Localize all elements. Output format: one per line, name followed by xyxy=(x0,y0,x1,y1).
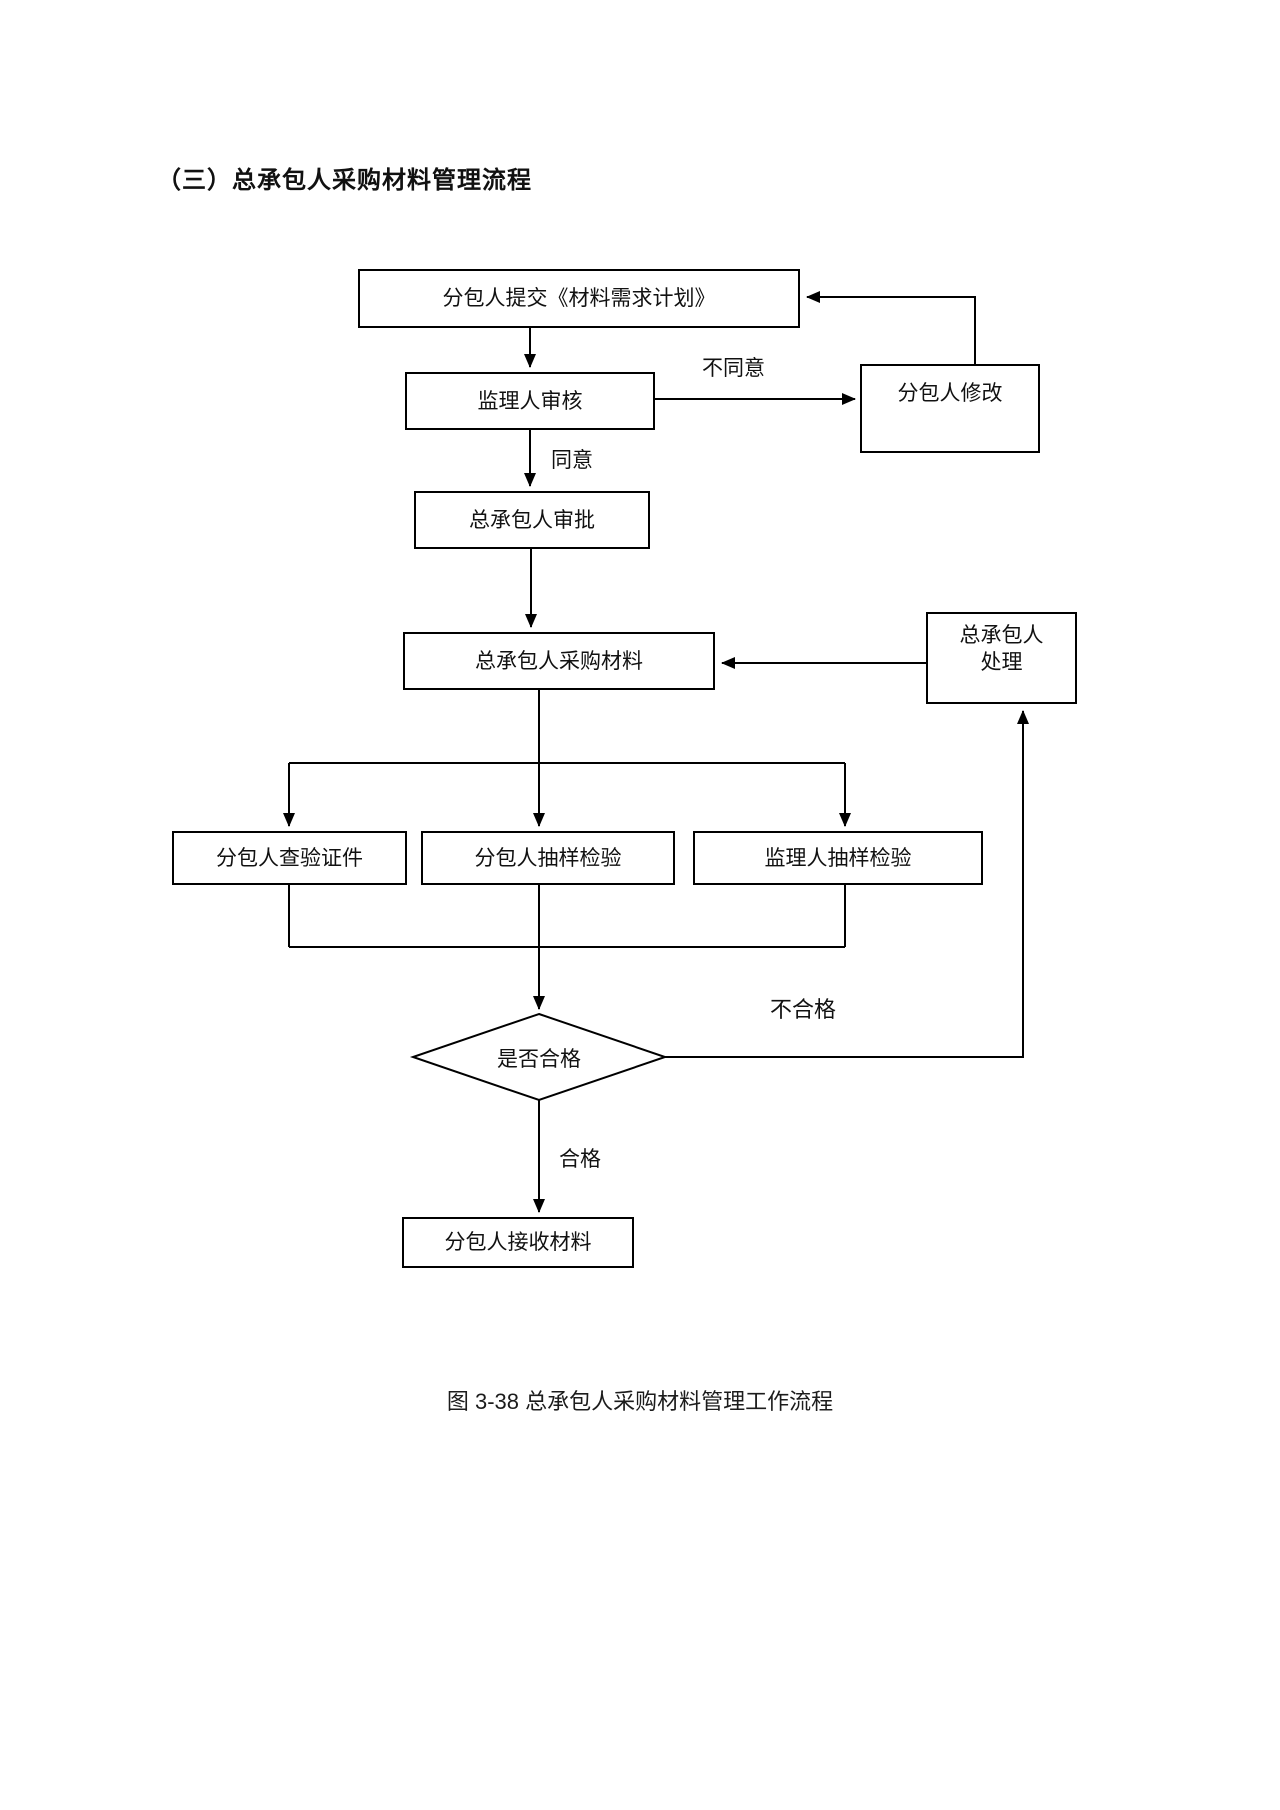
edge-label-disagree: 不同意 xyxy=(702,357,765,380)
page-title: （三）总承包人采购材料管理流程 xyxy=(157,167,532,194)
edge-label-agree: 同意 xyxy=(551,449,593,472)
figure-caption: 图 3-38 总承包人采购材料管理工作流程 xyxy=(446,1389,834,1414)
node-subcontractor-sampling: 分包人抽样检验 xyxy=(421,831,675,885)
node-contractor-handle: 总承包人处理 xyxy=(926,612,1077,704)
edge-label-qualified: 合格 xyxy=(559,1148,601,1171)
node-receive-materials: 分包人接收材料 xyxy=(402,1217,634,1268)
node-supervisor-review: 监理人审核 xyxy=(405,372,655,430)
node-subcontractor-revise: 分包人修改 xyxy=(860,364,1040,453)
node-submit-plan: 分包人提交《材料需求计划》 xyxy=(358,269,800,328)
node-qualified-decision: 是否合格 xyxy=(497,1048,581,1071)
node-supervisor-sampling: 监理人抽样检验 xyxy=(693,831,983,885)
edge-label-unqualified: 不合格 xyxy=(770,997,837,1022)
edge-revise-to-submit xyxy=(806,291,976,364)
edge-decision-to-handle xyxy=(665,710,1029,1058)
node-check-certificates: 分包人查验证件 xyxy=(172,831,407,885)
node-contractor-approve: 总承包人审批 xyxy=(414,491,650,549)
node-contractor-purchase: 总承包人采购材料 xyxy=(403,632,715,690)
